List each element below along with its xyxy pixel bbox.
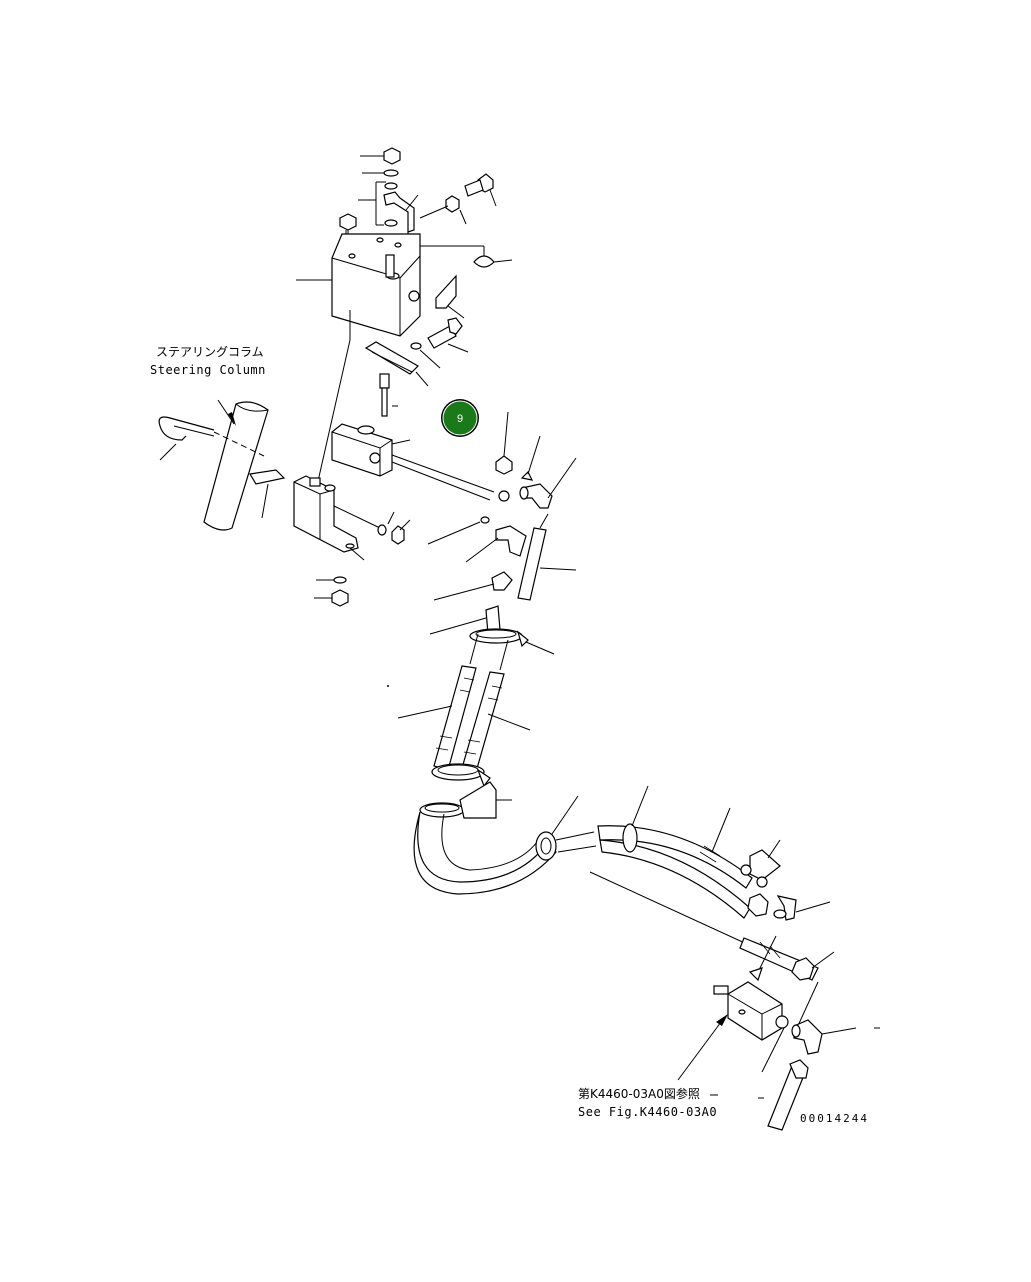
drawing-number: 00014244 [800,1112,869,1125]
valve-block [296,233,421,340]
grommet [535,795,579,861]
pipe-elbow-top [358,181,485,256]
steering-column-jp-label: ステアリングコラム [156,345,264,359]
cap [473,255,513,268]
hose-clamp-band [419,781,512,819]
hose-clamp-lower [431,763,491,788]
reference-jp-label: 第K4460-03A0図参照 [578,1086,700,1101]
hose-clamp-upper [469,628,555,655]
side-bolt [410,317,469,369]
callout-badge-fill [442,400,478,436]
hose-segment-lower-right [739,937,835,1031]
adapter-fitting [429,605,501,635]
bracket-washer [377,511,395,536]
connector-fitting-1 [495,411,513,475]
top-washer-2 [384,182,398,190]
hose-end-fitting [747,893,831,921]
stray-dot [387,685,389,687]
mount-block [331,423,411,477]
hose-pair [397,633,531,773]
callout-badge[interactable]: 9 [441,399,479,437]
callout-number: 9 [457,413,463,425]
hose-bottom [758,1059,809,1131]
clamp-plate-small [249,469,286,519]
steering-column [203,399,269,531]
bottom-washer [316,576,347,584]
clamp-bar [364,341,429,387]
hose-right [597,785,753,919]
pilot-valve [713,981,789,1041]
steering-column-en-label: Steering Column [150,363,266,377]
elbow-fitting-left [465,525,527,563]
outlet-elbow [791,1019,880,1055]
stay-bracket [293,475,381,561]
bottom-nut [314,589,349,607]
bracket-plate [435,274,465,319]
pipe-vertical [517,513,577,601]
top-washer-1 [362,169,399,177]
main-hose-bend [413,811,557,895]
bracket-nut [391,519,411,545]
top-bolt-right [419,173,497,225]
mount-bolt [379,373,398,417]
tee-fitting [433,571,513,601]
u-bolt [158,416,215,461]
clip-right [740,839,781,888]
reference-en-label: See Fig.K4460-03A0 [578,1105,717,1119]
top-nut [360,147,401,165]
elbow-fitting-right [519,457,577,509]
o-ring-left [427,516,490,545]
o-ring-right [520,435,541,481]
